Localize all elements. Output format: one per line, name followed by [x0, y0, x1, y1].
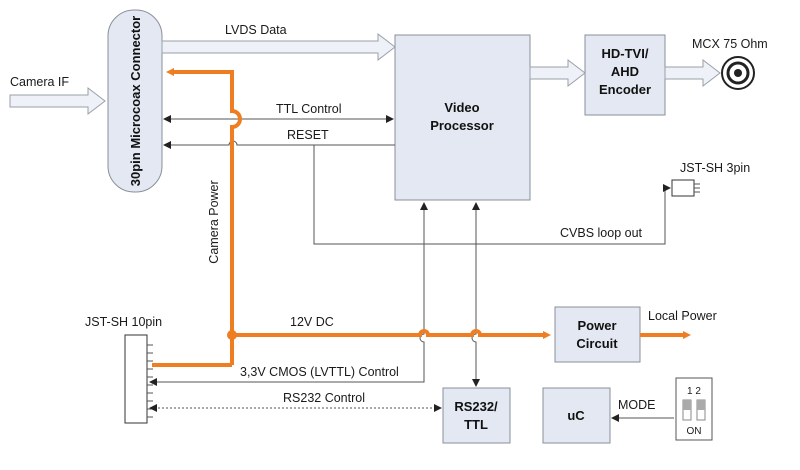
jst-3pin-label: JST-SH 3pin — [680, 161, 750, 175]
jst-3pin-connector-icon — [671, 179, 700, 197]
cmos-control-line — [149, 202, 428, 386]
connector-block: 30pin Microcoax Connector — [107, 9, 163, 193]
video-processor-label-1: Video — [444, 100, 479, 115]
mcx-label: MCX 75 Ohm — [692, 37, 768, 51]
jst-10pin-label: JST-SH 10pin — [85, 315, 162, 329]
uc-block: uC — [542, 387, 611, 444]
dip-switch-icon: 1 2 ON — [675, 377, 713, 441]
power-circuit-block: Power Circuit — [554, 306, 641, 363]
cmos-control-label: 3,3V CMOS (LVTTL) Control — [240, 365, 399, 379]
encoder-block: HD-TVI/ AHD Encoder — [584, 34, 666, 116]
dip-switch-numbers: 1 2 — [687, 386, 701, 397]
rs232-ttl-label-1: RS232/ — [454, 399, 498, 414]
camera-if-arrow — [9, 86, 106, 116]
12v-dc-label: 12V DC — [290, 315, 334, 329]
encoder-label-2: AHD — [611, 64, 639, 79]
rs232-ttl-block: RS232/ TTL — [442, 387, 511, 444]
cvbs-loop-out-label: CVBS loop out — [560, 226, 643, 240]
video-processor-block: Video Processor — [394, 34, 531, 201]
camera-if-label: Camera IF — [10, 75, 69, 89]
reset-line — [163, 140, 395, 149]
rs232-control-label: RS232 Control — [283, 391, 365, 405]
power-circuit-label-1: Power — [577, 318, 616, 333]
encoder-label-3: Encoder — [599, 82, 651, 97]
encoder-to-mcx-arrow — [664, 58, 721, 88]
connector-label: 30pin Microcoax Connector — [128, 16, 143, 186]
camera-power-line — [166, 68, 242, 335]
video-processor-label-2: Processor — [430, 118, 494, 133]
12v-dc-bus-line — [232, 329, 551, 339]
camera-power-label: Camera Power — [207, 180, 221, 263]
power-circuit-label-2: Circuit — [576, 336, 618, 351]
local-power-label: Local Power — [648, 309, 717, 323]
mcx-connector-icon — [721, 56, 755, 90]
dip-switch-on-label: ON — [687, 426, 702, 437]
reset-label: RESET — [287, 128, 329, 142]
lvds-data-arrow — [161, 32, 396, 62]
rs232-ttl-label-2: TTL — [464, 417, 488, 432]
jst-10pin-connector-icon — [124, 334, 153, 424]
encoder-label-1: HD-TVI/ — [602, 46, 649, 61]
processor-rs232-line — [471, 202, 480, 387]
uc-label: uC — [567, 408, 585, 423]
processor-to-encoder-arrow — [529, 58, 586, 88]
lvds-data-label: LVDS Data — [225, 23, 287, 37]
ttl-control-label: TTL Control — [276, 102, 342, 116]
power-junction-dot — [227, 330, 237, 340]
mode-label: MODE — [618, 398, 656, 412]
